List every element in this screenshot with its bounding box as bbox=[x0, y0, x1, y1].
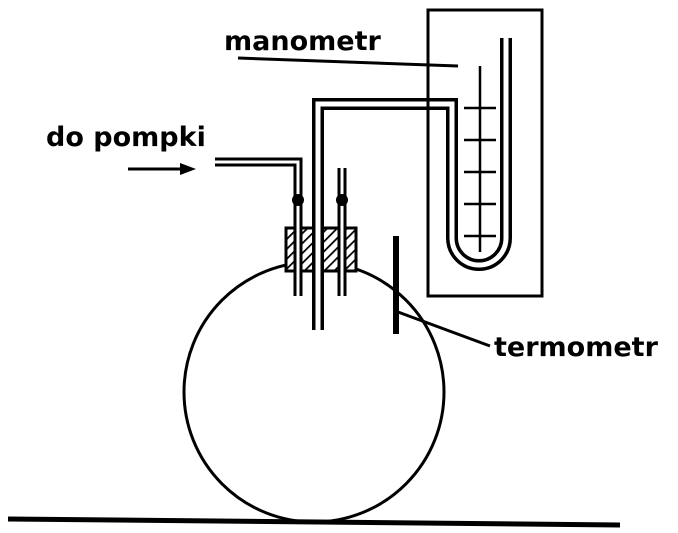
manometer-box bbox=[426, 8, 544, 298]
pump-tube bbox=[215, 157, 303, 296]
pump-arrow bbox=[128, 163, 196, 175]
manometer-u-tube bbox=[446, 38, 512, 271]
manometer-connection-tube bbox=[312, 98, 458, 330]
thermometer-leader-line bbox=[397, 310, 491, 348]
manometer-label: manometr bbox=[224, 26, 381, 57]
manometer-leader-line bbox=[237, 56, 459, 68]
thermometer-label: termometr bbox=[494, 332, 659, 363]
pump-valve bbox=[292, 194, 304, 206]
right-valve bbox=[336, 194, 348, 206]
pump-label: do pompki bbox=[46, 122, 206, 153]
manometer-scale bbox=[464, 66, 496, 252]
